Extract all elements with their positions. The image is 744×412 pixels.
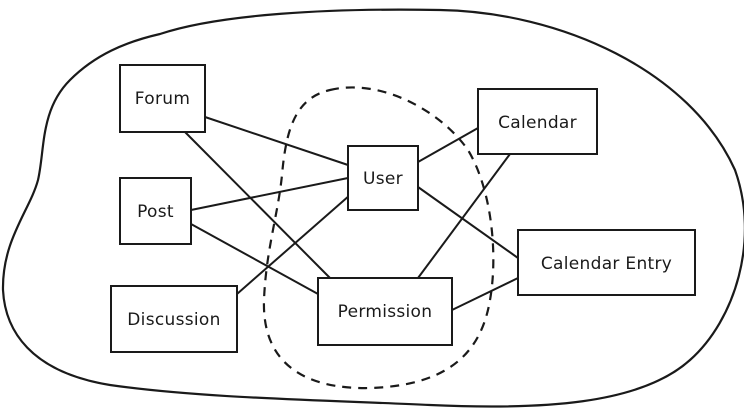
node-permission-label: Permission	[338, 302, 433, 322]
edge-user-calendar	[417, 127, 479, 163]
node-calendar-label: Calendar	[498, 113, 577, 133]
edge-forum-user	[204, 116, 349, 166]
edge-forum-permission	[184, 131, 331, 279]
node-post: Post	[119, 177, 192, 245]
node-post-label: Post	[137, 202, 174, 222]
node-user-label: User	[363, 169, 403, 189]
inner-dashed-boundary	[262, 86, 495, 390]
node-forum: Forum	[119, 64, 206, 133]
node-discussion-label: Discussion	[127, 310, 220, 330]
node-calendar-entry: Calendar Entry	[517, 229, 696, 296]
edges	[184, 116, 519, 311]
edge-post-user	[190, 177, 349, 211]
edge-permission-calendar-entry	[451, 277, 519, 311]
edge-post-permission	[190, 223, 319, 295]
node-calendar: Calendar	[477, 88, 598, 155]
node-permission: Permission	[317, 277, 453, 346]
edge-calendar-permission	[417, 153, 511, 279]
outer-boundary	[1, 8, 744, 408]
node-calendar-entry-label: Calendar Entry	[541, 254, 672, 274]
node-forum-label: Forum	[135, 89, 190, 109]
edge-user-calendar-entry	[417, 186, 519, 259]
edge-discussion-user	[236, 194, 351, 295]
node-user: User	[347, 145, 419, 211]
node-discussion: Discussion	[110, 285, 238, 353]
